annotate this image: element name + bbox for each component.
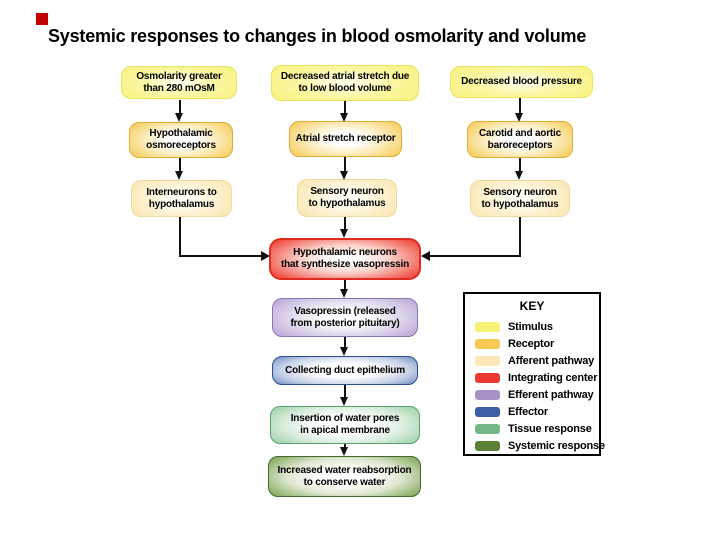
- node-afferent-interneurons: Interneurons to hypothalamus: [131, 180, 232, 217]
- elbow-line-right: [430, 255, 521, 257]
- key-row: Efferent pathway: [475, 386, 597, 403]
- arrowhead-down-icon: [175, 171, 183, 180]
- key-swatch-receptor: [475, 338, 500, 349]
- arrow-line: [179, 100, 181, 114]
- key-swatch-tissue-response: [475, 423, 500, 434]
- node-integrating-center: Hypothalamic neurons that synthesize vas…: [269, 238, 421, 280]
- node-label: Atrial stretch receptor: [295, 133, 396, 144]
- node-label: Sensory neuron to hypothalamus: [308, 186, 386, 209]
- arrow-line: [344, 337, 346, 348]
- key-label: Tissue response: [508, 422, 592, 435]
- arrowhead-down-icon: [340, 289, 348, 298]
- node-systemic-water-reabsorption: Increased water reabsorption to conserve…: [268, 456, 421, 497]
- key-label: Receptor: [508, 337, 555, 350]
- arrowhead-left-icon: [421, 251, 430, 261]
- node-afferent-sensory-2: Sensory neuron to hypothalamus: [470, 180, 570, 217]
- key-row: Tissue response: [475, 420, 597, 437]
- red-square-bullet-icon: [36, 13, 48, 25]
- key-row: Receptor: [475, 335, 597, 352]
- slide-title: Systemic responses to changes in blood o…: [48, 26, 587, 46]
- node-efferent-vasopressin: Vasopressin (released from posterior pit…: [272, 298, 418, 337]
- node-stimulus-blood-pressure: Decreased blood pressure: [450, 66, 593, 98]
- key-label: Integrating center: [508, 371, 598, 384]
- key-label: Effector: [508, 405, 548, 418]
- key-swatch-efferent-pathway: [475, 389, 500, 400]
- arrow-line: [344, 385, 346, 398]
- key-label: Efferent pathway: [508, 388, 594, 401]
- key-label: Systemic response: [508, 439, 605, 452]
- arrow-line: [344, 280, 346, 290]
- key-swatch-effector: [475, 406, 500, 417]
- node-label: Carotid and aortic baroreceptors: [479, 127, 561, 151]
- key-label: Afferent pathway: [508, 354, 595, 367]
- key-legend: KEY Stimulus Receptor Afferent pathway I…: [463, 292, 605, 456]
- node-stimulus-atrial-stretch: Decreased atrial stretch due to low bloo…: [271, 65, 419, 101]
- key-row: Afferent pathway: [475, 352, 597, 369]
- node-stimulus-osmolarity: Osmolarity greater than 280 mOsM: [121, 66, 237, 99]
- key-row: Systemic response: [475, 437, 605, 454]
- key-swatch-stimulus: [475, 321, 500, 332]
- node-label: Sensory neuron to hypothalamus: [481, 186, 559, 210]
- key-row: Stimulus: [475, 318, 597, 335]
- arrowhead-down-icon: [340, 447, 348, 456]
- node-afferent-sensory-1: Sensory neuron to hypothalamus: [297, 179, 397, 217]
- node-receptor-osmoreceptors: Hypothalamic osmoreceptors: [129, 122, 233, 158]
- arrowhead-down-icon: [340, 347, 348, 356]
- node-label: Hypothalamic neurons that synthesize vas…: [281, 247, 409, 270]
- node-receptor-atrial-stretch: Atrial stretch receptor: [289, 121, 402, 157]
- key-row: Effector: [475, 403, 597, 420]
- node-label: Osmolarity greater than 280 mOsM: [136, 70, 222, 94]
- node-label: Collecting duct epithelium: [285, 364, 405, 376]
- arrowhead-down-icon: [175, 113, 183, 122]
- key-swatch-systemic-response: [475, 440, 500, 451]
- arrowhead-down-icon: [340, 171, 348, 180]
- arrowhead-down-icon: [515, 171, 523, 180]
- elbow-line-left: [179, 217, 181, 257]
- node-label: Insertion of water pores in apical membr…: [290, 413, 400, 436]
- arrow-line: [519, 158, 521, 172]
- node-label: Hypothalamic osmoreceptors: [146, 128, 216, 151]
- key-swatch-afferent-pathway: [475, 355, 500, 366]
- key-swatch-integrating-center: [475, 372, 500, 383]
- node-label: Decreased blood pressure: [461, 76, 582, 87]
- arrowhead-right-icon: [261, 251, 270, 261]
- node-tissue-water-pores: Insertion of water pores in apical membr…: [270, 406, 420, 444]
- arrow-line: [179, 158, 181, 172]
- node-label: Decreased atrial stretch due to low bloo…: [280, 71, 410, 94]
- key-label: Stimulus: [508, 320, 553, 333]
- node-label: Vasopressin (released from posterior pit…: [290, 305, 400, 329]
- node-receptor-baroreceptors: Carotid and aortic baroreceptors: [467, 121, 573, 158]
- node-label: Increased water reabsorption to conserve…: [277, 464, 412, 488]
- elbow-line-right: [519, 217, 521, 257]
- key-row: Integrating center: [475, 369, 598, 386]
- arrow-line: [344, 101, 346, 114]
- arrowhead-down-icon: [340, 397, 348, 406]
- arrow-line: [344, 444, 346, 448]
- key-rows: Stimulus Receptor Afferent pathway Integ…: [475, 318, 605, 454]
- elbow-line-left: [179, 255, 261, 257]
- arrow-line: [519, 98, 521, 114]
- arrowhead-down-icon: [515, 113, 523, 122]
- key-title: KEY: [519, 299, 545, 313]
- arrowhead-down-icon: [340, 113, 348, 122]
- arrowhead-down-icon: [340, 229, 348, 238]
- arrow-line: [344, 217, 346, 230]
- arrow-line: [344, 157, 346, 172]
- node-label: Interneurons to hypothalamus: [146, 186, 217, 210]
- node-effector-collecting-duct: Collecting duct epithelium: [272, 356, 418, 385]
